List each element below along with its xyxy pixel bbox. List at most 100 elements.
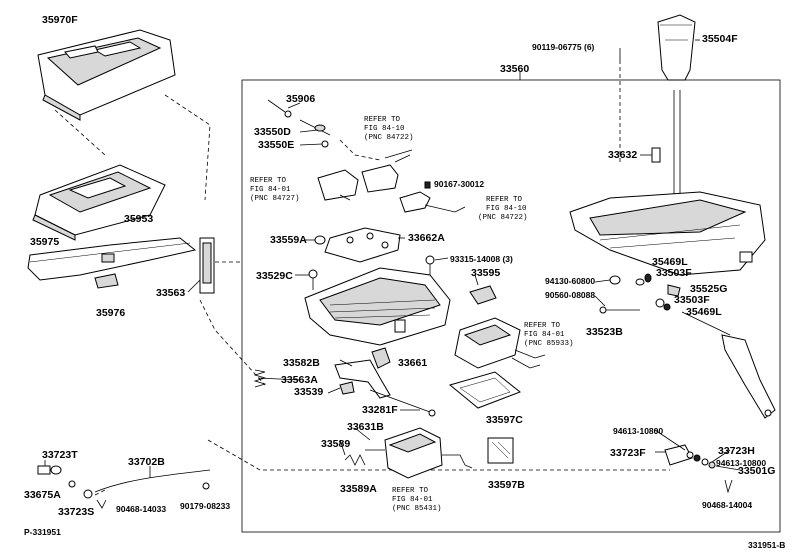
label-94613-bottom: 94613-10800: [716, 458, 766, 468]
cap-part: [469, 285, 497, 305]
svg-text:FIG 84-10: FIG 84-10: [364, 125, 405, 133]
solenoid-part: [365, 427, 473, 479]
label-35504F: 35504F: [702, 33, 738, 45]
footer-left: P-331951: [24, 527, 61, 537]
svg-text:(PNC 85431): (PNC 85431): [392, 505, 442, 513]
label-35975: 35975: [30, 236, 59, 248]
label-33559A: 33559A: [270, 234, 307, 246]
label-33539: 33539: [294, 386, 323, 398]
bolt-part: [308, 269, 318, 290]
washer-part: [314, 235, 326, 245]
plunger-spring-part: [344, 454, 366, 466]
label-94130: 94130-60800: [545, 276, 595, 286]
label-33597C: 33597C: [486, 414, 523, 426]
label-33595: 33595: [471, 267, 500, 279]
label-33723F: 33723F: [610, 447, 646, 459]
label-33560: 33560: [500, 63, 529, 75]
label-33631B: 33631B: [347, 421, 384, 433]
shift-lever-housing-part: [569, 191, 766, 276]
housing-part: [32, 164, 166, 241]
label-33702B: 33702B: [128, 456, 165, 468]
label-90119: 90119-06775 (6): [532, 42, 595, 52]
cable-end-right: [664, 444, 733, 494]
label-33589A: 33589A: [340, 483, 377, 495]
label-33723S: 33723S: [58, 506, 94, 518]
part-labels: 35970F 35504F 90119-06775 (6) 33560 3590…: [24, 14, 785, 550]
svg-text:FIG 84-10: FIG 84-10: [486, 205, 527, 213]
label-33563A: 33563A: [281, 374, 318, 386]
label-33529C: 33529C: [256, 270, 293, 282]
label-33723H: 33723H: [718, 445, 755, 457]
ref-note-2: REFER TO FIG 84-01 (PNC 84727): [250, 177, 300, 203]
label-33675A: 33675A: [24, 489, 61, 501]
ref-note-3: REFER TO FIG 84-10 (PNC 84722): [478, 196, 528, 222]
label-33632: 33632: [608, 149, 637, 161]
dashed-connectors: [54, 60, 670, 496]
label-33582B: 33582B: [283, 357, 320, 369]
svg-text:REFER TO: REFER TO: [364, 116, 401, 124]
trim-strip-part: [27, 237, 197, 281]
svg-text:FIG 84-01: FIG 84-01: [392, 496, 433, 504]
label-33589: 33589: [321, 438, 350, 450]
label-90468-14004: 90468-14004: [702, 500, 752, 510]
plate-part: [324, 227, 401, 263]
label-33550E: 33550E: [258, 139, 294, 151]
ref-note-1: REFER TO FIG 84-10 (PNC 84722): [364, 116, 414, 142]
footer-right: 331951-B: [748, 540, 785, 550]
svg-text:FIG 84-01: FIG 84-01: [524, 331, 565, 339]
label-90468-14033: 90468-14033: [116, 504, 166, 514]
retainer-part: [339, 381, 355, 395]
label-94613-top: 94613-10800: [613, 426, 663, 436]
label-93315: 93315-14008 (3): [450, 254, 513, 264]
svg-text:(PNC 85933): (PNC 85933): [524, 340, 574, 348]
label-35525G: 35525G: [690, 283, 727, 295]
ref-note-5: REFER TO FIG 84-01 (PNC 85431): [392, 487, 442, 513]
label-35970F: 35970F: [42, 14, 78, 26]
washers-right: [609, 273, 681, 311]
label-33523B: 33523B: [586, 326, 623, 338]
ref-note-4: REFER TO FIG 84-01 (PNC 85933): [524, 322, 574, 348]
switch-connectors-part: [317, 149, 466, 213]
label-35906: 35906: [286, 93, 315, 105]
label-33503F-top: 33503F: [656, 267, 692, 279]
label-33661: 33661: [398, 357, 427, 369]
svg-text:(PNC 84727): (PNC 84727): [250, 195, 300, 203]
shift-lever-base-part: [304, 267, 451, 346]
svg-text:(PNC 84722): (PNC 84722): [478, 214, 528, 222]
link-rod-part: [681, 311, 776, 419]
cover-plate-part: [448, 371, 521, 409]
svg-text:REFER TO: REFER TO: [524, 322, 561, 330]
svg-text:REFER TO: REFER TO: [486, 196, 523, 204]
indicator-cover-part: [37, 29, 176, 121]
leader-lines: [44, 39, 741, 478]
svg-text:REFER TO: REFER TO: [392, 487, 429, 495]
label-33281F: 33281F: [362, 404, 398, 416]
assembly-frame: [241, 79, 781, 533]
control-unit-part: [454, 317, 546, 369]
bulb-socket-part: [267, 99, 331, 148]
block-part: [487, 437, 514, 464]
label-33723T: 33723T: [42, 449, 78, 461]
screw-part: [425, 255, 435, 275]
label-33501G: 33501G: [738, 465, 775, 477]
shift-lever-part: [673, 90, 681, 195]
label-35469L-top: 35469L: [652, 256, 688, 268]
svg-text:(PNC 84722): (PNC 84722): [364, 134, 414, 142]
pin-part: [369, 389, 436, 417]
bolt-right-part: [599, 306, 640, 314]
shift-knob-part: [657, 14, 696, 81]
label-33597B: 33597B: [488, 479, 525, 491]
label-90167: 90167-30012: [434, 179, 484, 189]
label-90560: 90560-08088: [545, 290, 595, 300]
label-35469L-bottom: 35469L: [686, 306, 722, 318]
svg-text:REFER TO: REFER TO: [250, 177, 287, 185]
label-33550D: 33550D: [254, 126, 291, 138]
bracket-part: [199, 237, 215, 294]
label-33503F-bottom: 33503F: [674, 294, 710, 306]
label-33563: 33563: [156, 287, 185, 299]
label-90179: 90179-08233: [180, 501, 230, 511]
clip-part: [94, 273, 119, 289]
label-35976: 35976: [96, 307, 125, 319]
label-35953: 35953: [124, 213, 153, 225]
